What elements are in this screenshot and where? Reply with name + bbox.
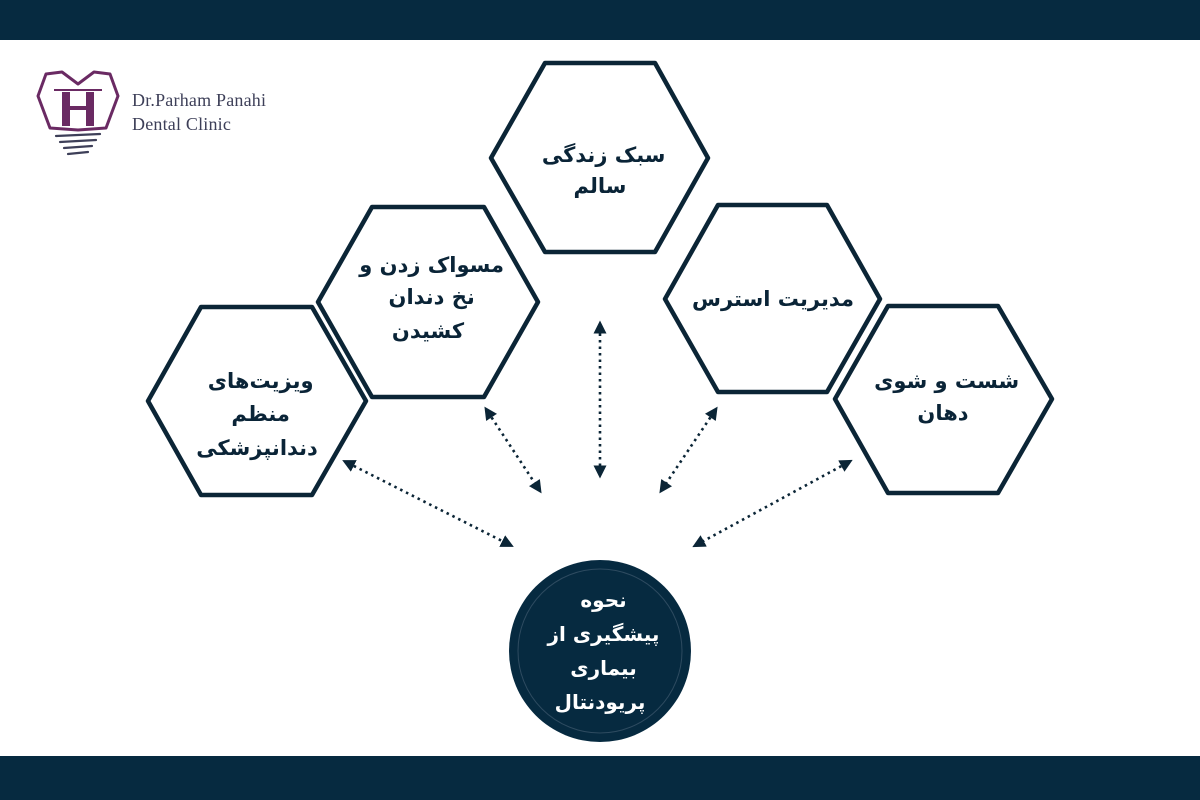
hex-healthy-lifestyle[interactable]: سبک زندگی سالم <box>488 60 711 255</box>
connector-brushing <box>484 406 542 494</box>
clinic-name-line2: Dental Clinic <box>132 114 232 134</box>
connector-arrows <box>342 320 853 548</box>
hex-healthy-lifestyle-label: سبک زندگی سالم <box>535 142 666 198</box>
center-topic-label: نحوه پیشگیری از بیماری پریودنتال <box>541 588 660 715</box>
hex-brushing-flossing-label: مسواک زدن و نخ دندان کشیدن <box>352 253 504 343</box>
hex-stress-management-label: مدیریت استرس <box>692 287 854 311</box>
hex-mouthwash-label: شست و شوی دهان <box>867 369 1019 425</box>
hex-brushing-flossing[interactable]: مسواک زدن و نخ دندان کشیدن <box>315 204 541 400</box>
connector-stress <box>659 406 718 494</box>
hex-dental-visits-label: ویزیت‌های منظم دندانپزشکی <box>196 369 318 460</box>
tooth-monogram-icon <box>36 70 120 156</box>
hex-stress-management[interactable]: مدیریت استرس <box>662 202 883 395</box>
connector-dental-visits <box>342 460 514 547</box>
top-bar <box>0 0 1200 40</box>
clinic-name: Dr.Parham Panahi Dental Clinic <box>132 88 266 136</box>
bottom-bar <box>0 756 1200 800</box>
connector-mouthwash <box>692 459 853 548</box>
hex-dental-visits[interactable]: ویزیت‌های منظم دندانپزشکی <box>145 304 369 498</box>
center-topic[interactable]: نحوه پیشگیری از بیماری پریودنتال <box>509 560 691 742</box>
hex-mouthwash[interactable]: شست و شوی دهان <box>832 303 1055 496</box>
clinic-name-line1: Dr.Parham Panahi <box>132 90 267 110</box>
clinic-logo[interactable]: Dr.Parham Panahi Dental Clinic <box>36 68 306 160</box>
